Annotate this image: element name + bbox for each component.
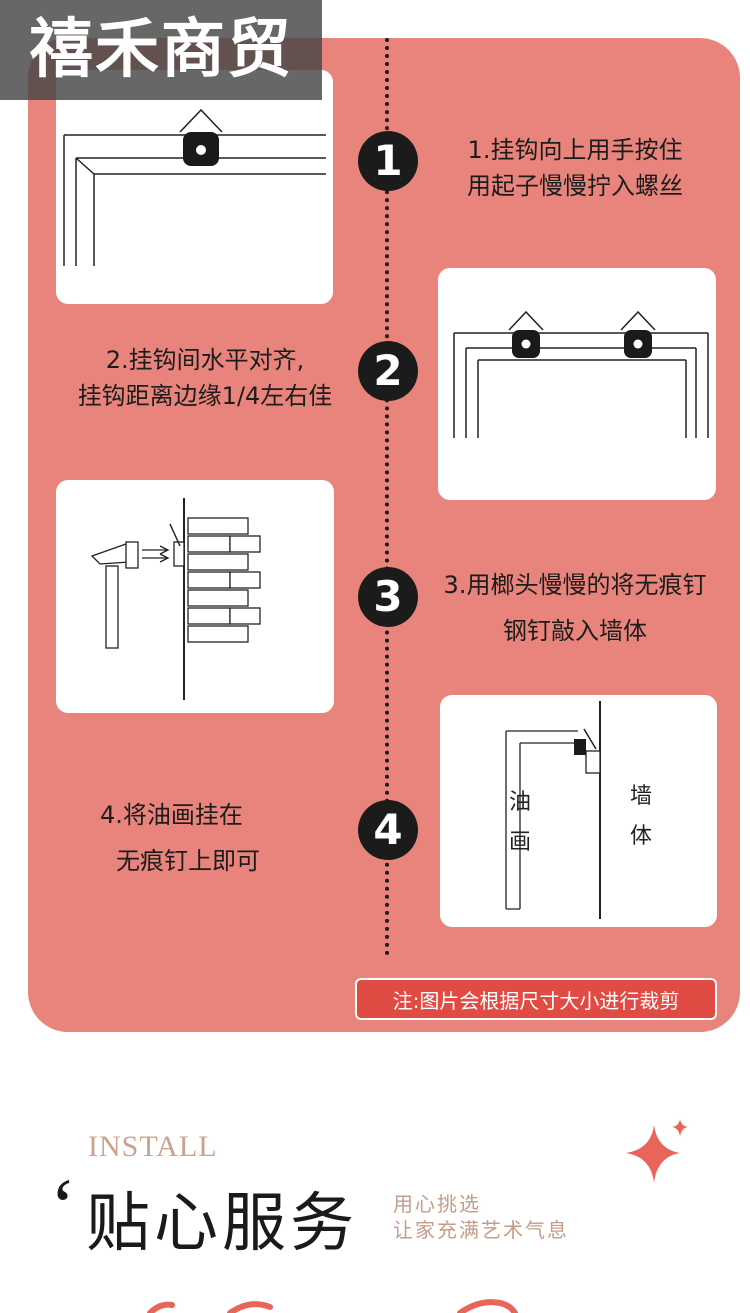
step-1-text: 1.挂钩向上用手按住 用起子慢慢拧入螺丝	[430, 132, 720, 204]
wall-label: 墙 体	[629, 784, 652, 849]
hammer-wall-diagram	[90, 498, 261, 700]
service-subtitle-2: 让家充满艺术气息	[393, 1218, 569, 1242]
service-title: 贴心服务	[86, 1187, 358, 1261]
step-1-line-1: 1.挂钩向上用手按住	[467, 136, 683, 164]
step-3-line-1: 3.用榔头慢慢的将无痕钉	[443, 571, 707, 599]
painting-label: 油 画	[508, 790, 531, 855]
step-2-text: 2.挂钩间水平对齐, 挂钩距离边缘1/4左右佳	[40, 342, 370, 414]
step-1-illustration	[56, 70, 333, 304]
step-4-illustration: 油 画 墙 体	[440, 695, 717, 927]
step-3-illustration	[56, 480, 334, 713]
brand-watermark: 禧禾商贸	[0, 0, 322, 100]
step-1-line-2: 用起子慢慢拧入螺丝	[467, 172, 683, 200]
service-subtitle-1: 用心挑选	[393, 1192, 481, 1216]
step-1-badge: 1	[358, 131, 418, 191]
two-hooks-diagram	[453, 310, 709, 438]
decorative-strokes	[147, 1299, 518, 1313]
dotted-divider	[385, 38, 389, 956]
step-4-line-2: 无痕钉上即可	[116, 847, 260, 875]
step-2-line-1: 2.挂钩间水平对齐,	[105, 346, 305, 374]
step-3-text: 3.用榔头慢慢的将无痕钉 钢钉敲入墙体	[420, 562, 730, 654]
crop-notice-badge: 注:图片会根据尺寸大小进行裁剪	[355, 978, 717, 1020]
step-3-line-2: 钢钉敲入墙体	[503, 617, 647, 645]
install-heading: INSTALL	[88, 1130, 218, 1163]
step-2-badge: 2	[358, 341, 418, 401]
step-2-line-2: 挂钩距离边缘1/4左右佳	[77, 382, 333, 410]
step-2-illustration	[438, 268, 716, 500]
step-4-line-1: 4.将油画挂在	[100, 801, 243, 829]
step-4-text: 4.将油画挂在 无痕钉上即可	[70, 792, 330, 884]
sparkle-icon	[626, 1119, 688, 1183]
step-4-badge: 4	[358, 800, 418, 860]
step-3-badge: 3	[358, 567, 418, 627]
hook-frame-diagram	[63, 108, 326, 266]
painting-hang-diagram	[505, 701, 601, 919]
quote-mark: ‘	[50, 1162, 76, 1249]
